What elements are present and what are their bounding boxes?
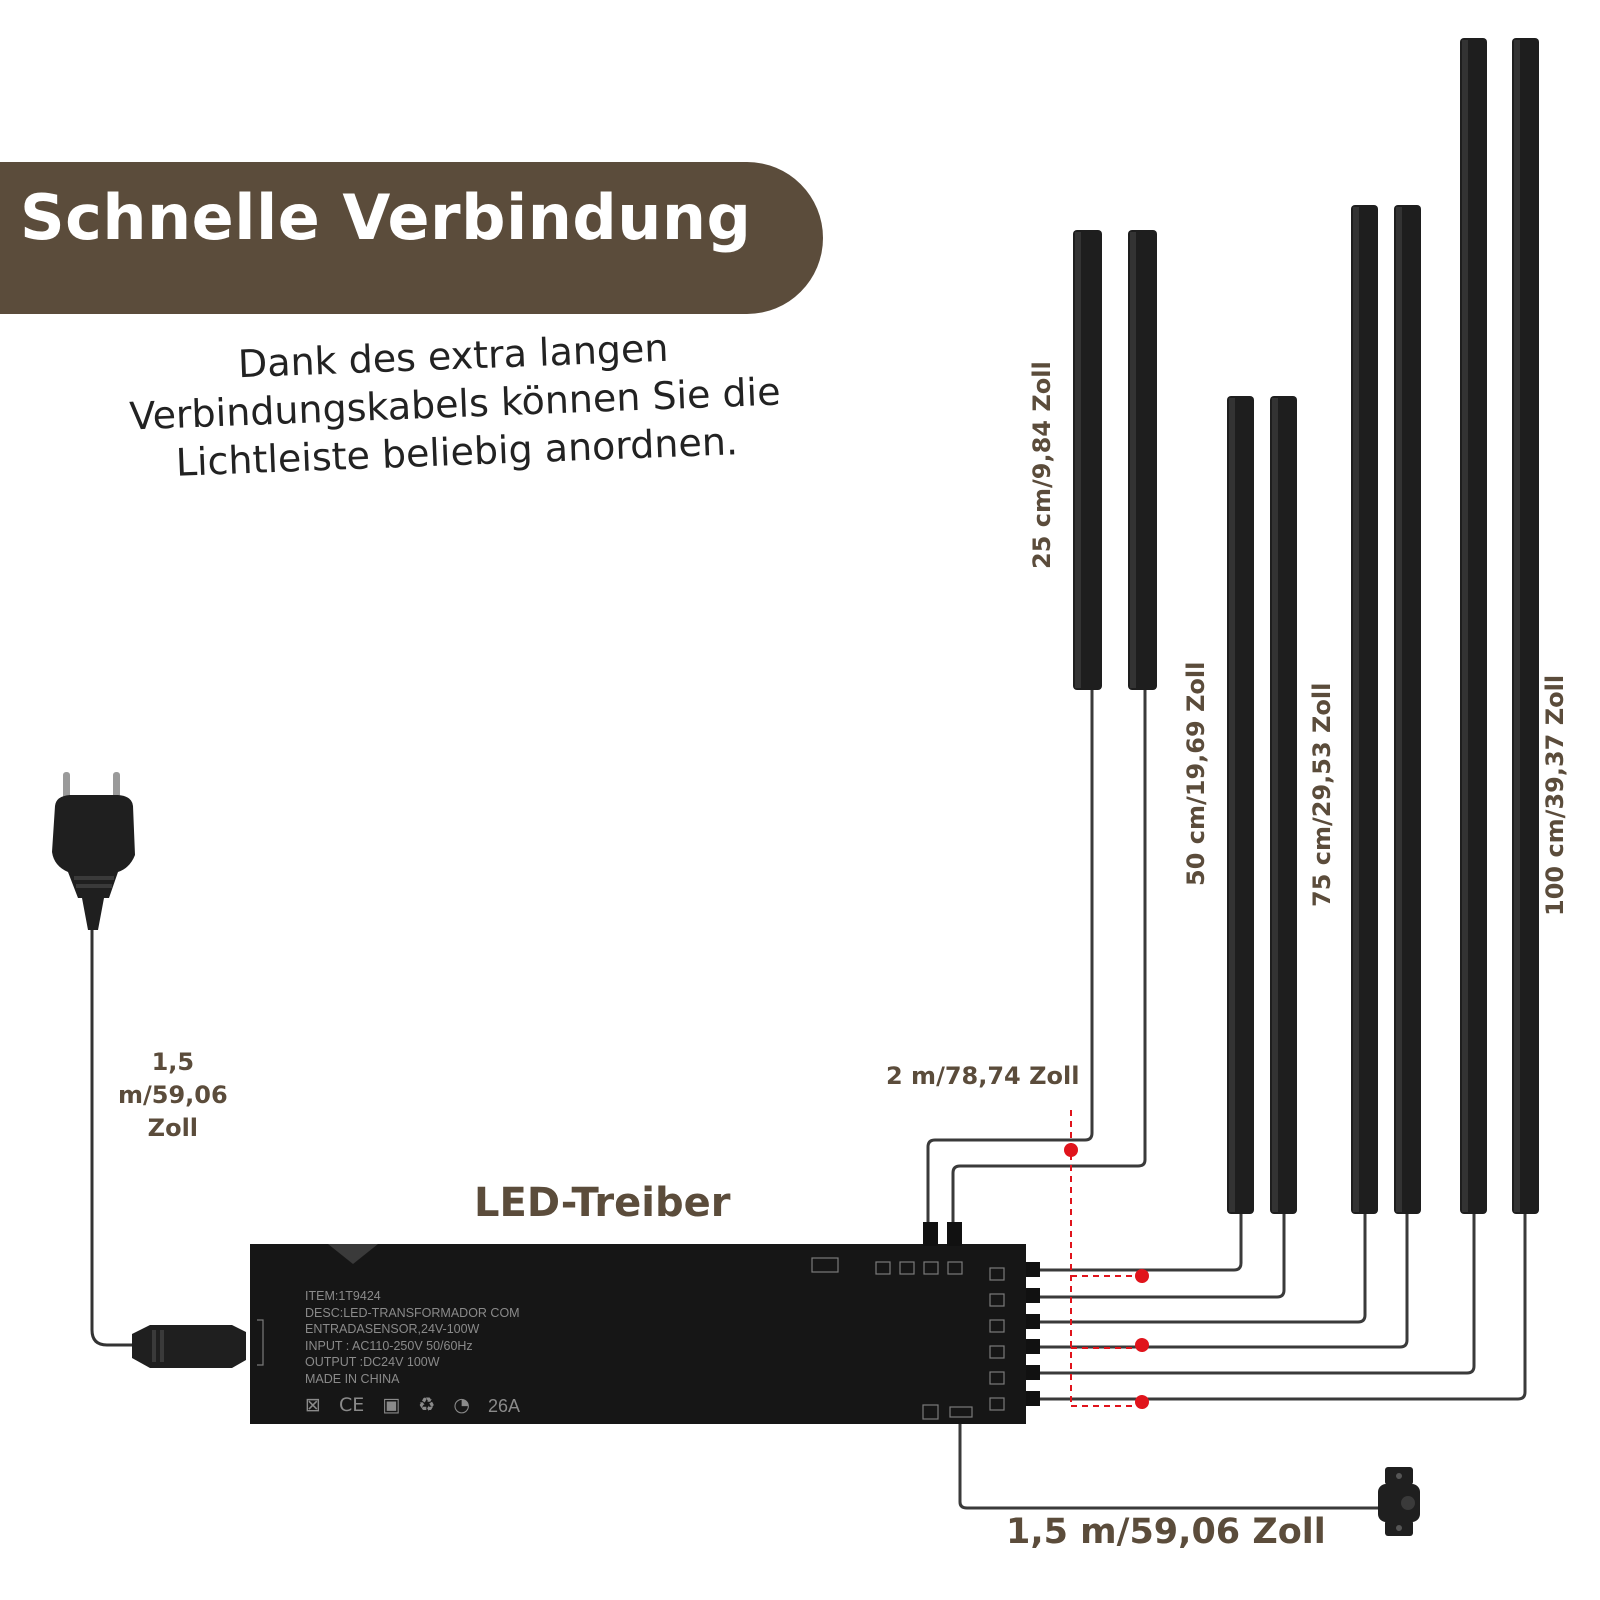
marker-dots [1064,1143,1149,1409]
led-strip-50-b [1270,396,1297,1214]
motion-sensor-icon [1378,1467,1420,1536]
driver-spec-label: ITEM:1T9424 DESC:LED-TRANSFORMADOR COM E… [305,1288,520,1387]
double-insulation-icon: ▣ [382,1394,401,1416]
led-driver-box [250,1222,1040,1424]
driver-spec-line: DESC:LED-TRANSFORMADOR COM [305,1305,520,1320]
sensor-cable-length-label: 1,5 m/59,06 Zoll [1006,1512,1326,1552]
driver-spec-line: MADE IN CHINA [305,1371,400,1386]
led-strip-75-a [1351,205,1378,1214]
driver-spec-line: OUTPUT :DC24V 100W [305,1355,440,1369]
weee-bin-icon: ⊠ [305,1394,321,1416]
extension-cable-length-label: 2 m/78,74 Zoll [886,1062,1080,1090]
plug-cable-length-line: Zoll [147,1114,199,1142]
led-strip-100-b [1512,38,1539,1214]
led-strip-100-a [1460,38,1487,1214]
page-title: Schnelle Verbindung [20,181,752,254]
recycle-icon: ♻ [418,1394,436,1416]
led-strip-50-a [1227,396,1254,1214]
sensor-cable [958,1424,1380,1510]
strip-100-length-label: 100 cm/39,37 Zoll [1541,674,1569,916]
plug-cable-length-line: 1,5 [151,1048,195,1076]
ce-mark-icon: CE [338,1394,365,1416]
connection-markers [1070,1110,1142,1407]
output-cables [1040,1214,1527,1401]
strip-25-length-label: 25 cm/9,84 Zoll [1028,361,1056,569]
driver-spec-line: ITEM:1T9424 [305,1289,381,1303]
driver-spec-line: INPUT : AC110-250V 50/60Hz [305,1338,473,1353]
description-text: Dank des extra langen Verbindungskabels … [58,317,853,491]
extension-cables [926,690,1147,1222]
strip-50-length-label: 50 cm/19,69 Zoll [1182,661,1210,886]
driver-title: LED-Treiber [474,1180,731,1226]
led-strip-25-a [1073,230,1102,690]
plug-cable-length-label: 1,5 m/59,06 Zoll [118,1046,228,1145]
led-strip-25-b [1128,230,1157,690]
led-strip-75-b [1394,205,1421,1214]
iec-connector [132,1325,246,1368]
strip-75-length-label: 75 cm/29,53 Zoll [1308,682,1336,907]
driver-spec-line: ENTRADASENSOR,24V-100W [305,1322,480,1336]
green-dot-icon: ◔ [453,1394,470,1416]
cert-code: 26A [488,1396,521,1416]
plug-cable [90,915,150,1347]
title-banner [0,162,823,314]
plug-cable-length-line: m/59,06 [118,1081,228,1109]
certification-icons: ⊠ CE ▣ ♻ ◔ [305,1394,482,1416]
eu-plug-icon [52,772,135,930]
